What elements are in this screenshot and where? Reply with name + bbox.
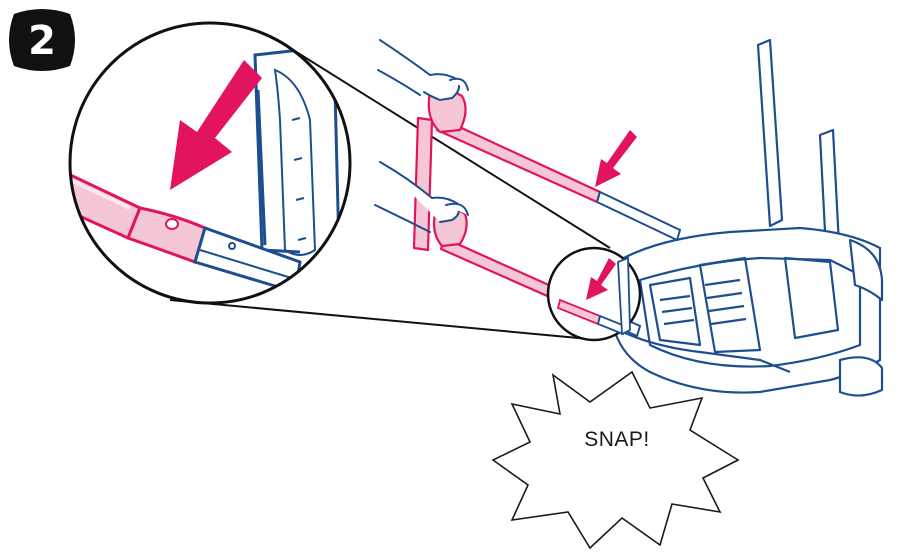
magnified-detail [55,23,350,303]
step-number: 2 [28,18,56,64]
step-number-badge: 2 [9,9,75,71]
snap-label: SNAP! [584,428,650,451]
down-left-arrow-icon [595,130,637,187]
small-detail-circle [548,248,640,340]
snap-burst-icon [493,372,738,548]
snap-callout: SNAP! [493,372,738,548]
